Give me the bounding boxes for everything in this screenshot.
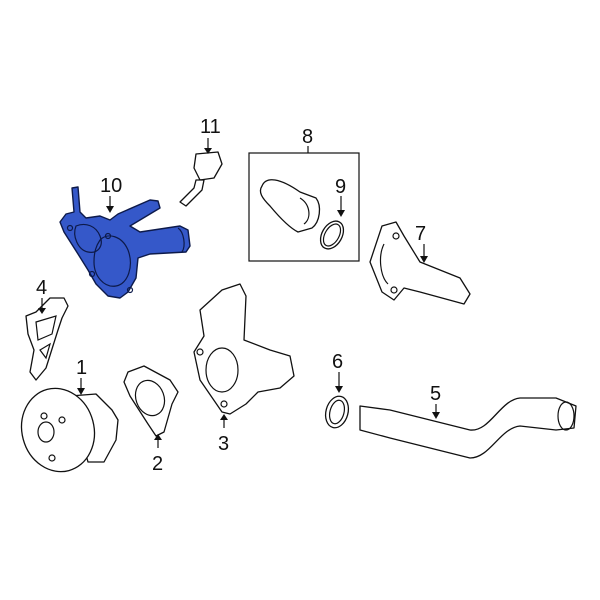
part-2-gasket[interactable] — [123, 365, 179, 437]
callout-4-arrow — [38, 308, 46, 314]
callout-9-arrow — [337, 210, 345, 217]
part-4-gasket[interactable] — [25, 297, 69, 381]
part-8-box — [248, 152, 360, 262]
callout-8-label: 8 — [302, 126, 313, 148]
callout-1-label: 1 — [76, 357, 87, 379]
callout-11-arrow — [204, 148, 212, 154]
callout-5-arrow — [432, 412, 440, 419]
callout-6-label: 6 — [332, 351, 343, 373]
part-9-seal[interactable] — [316, 217, 348, 253]
callout-7-label: 7 — [415, 223, 426, 245]
callout-10-label: 10 — [100, 175, 122, 197]
part-10-thermostat-housing[interactable] — [59, 186, 191, 299]
callout-9-label: 9 — [335, 176, 346, 198]
callout-2-label: 2 — [152, 453, 163, 475]
part-1-water-pump[interactable] — [12, 380, 119, 480]
part-6-o-ring[interactable] — [322, 394, 352, 431]
part-11-temperature-sensor[interactable] — [179, 151, 223, 207]
part-5-coolant-pipe[interactable] — [359, 397, 577, 459]
callout-11-label: 11 — [200, 116, 221, 138]
part-3-pump-housing[interactable] — [193, 283, 295, 415]
callout-7-arrow — [420, 256, 428, 263]
callout-2-arrow — [154, 434, 162, 440]
callout-3-arrow — [220, 414, 228, 420]
callout-3-label: 3 — [218, 433, 229, 455]
callout-6-arrow — [335, 386, 343, 393]
callout-1-arrow — [77, 388, 85, 395]
part-8-thermostat[interactable] — [259, 179, 321, 233]
callout-10-arrow — [106, 206, 114, 213]
part-7-thermostat-cover[interactable] — [369, 221, 471, 305]
callout-5-label: 5 — [430, 383, 441, 405]
callout-4-label: 4 — [36, 277, 47, 299]
